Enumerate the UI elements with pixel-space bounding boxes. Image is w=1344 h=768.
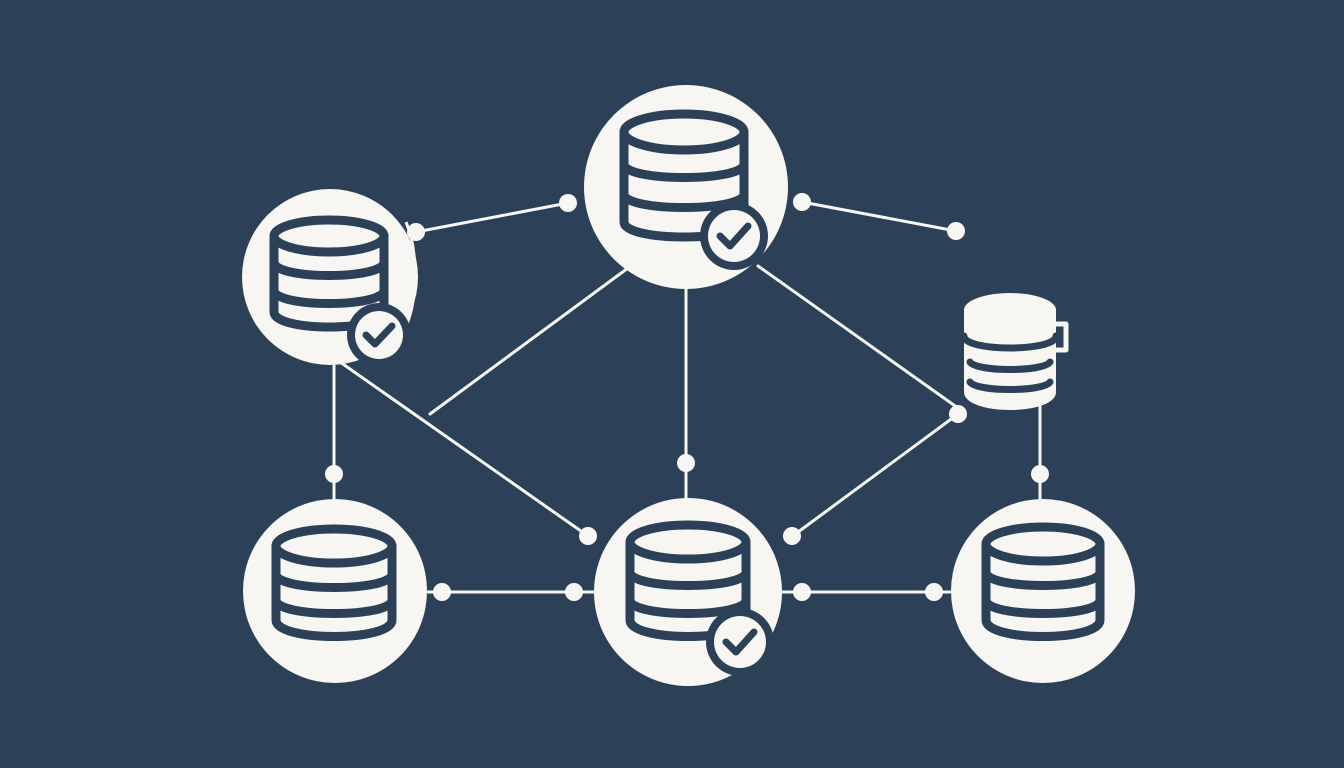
connector-dot: [433, 583, 451, 601]
check-badge-icon: [347, 303, 411, 367]
database-icon: [981, 522, 1105, 641]
check-badge-icon: [700, 202, 768, 270]
connector-dot: [1031, 465, 1049, 483]
connection-line: [800, 200, 958, 233]
connector-dot: [793, 193, 811, 211]
database-node-bottom-center: [594, 498, 782, 686]
connection-line: [338, 360, 590, 538]
connection-line: [788, 412, 960, 540]
database-node-top-center: [584, 85, 788, 289]
database-node-bottom-right: [951, 499, 1135, 683]
connector-dot: [783, 527, 801, 545]
connection-line: [428, 266, 630, 416]
connector-dot: [565, 583, 583, 601]
connector-dot: [325, 465, 343, 483]
connector-dot: [925, 583, 943, 601]
check-badge-icon: [706, 608, 774, 676]
database-node-upper-left: [242, 189, 418, 367]
connector-dot: [559, 194, 577, 212]
connection-line: [756, 264, 960, 410]
connector-dot: [949, 405, 967, 423]
database-icon: [960, 293, 1069, 410]
connector-dot: [947, 222, 965, 240]
connector-dot: [793, 583, 811, 601]
database-node-bottom-left: [243, 499, 427, 683]
connector-dot: [579, 527, 597, 545]
connector-dot: [677, 454, 695, 472]
database-node-right-small: [960, 293, 1069, 410]
database-icon: [271, 524, 397, 641]
connection-line: [414, 201, 570, 234]
